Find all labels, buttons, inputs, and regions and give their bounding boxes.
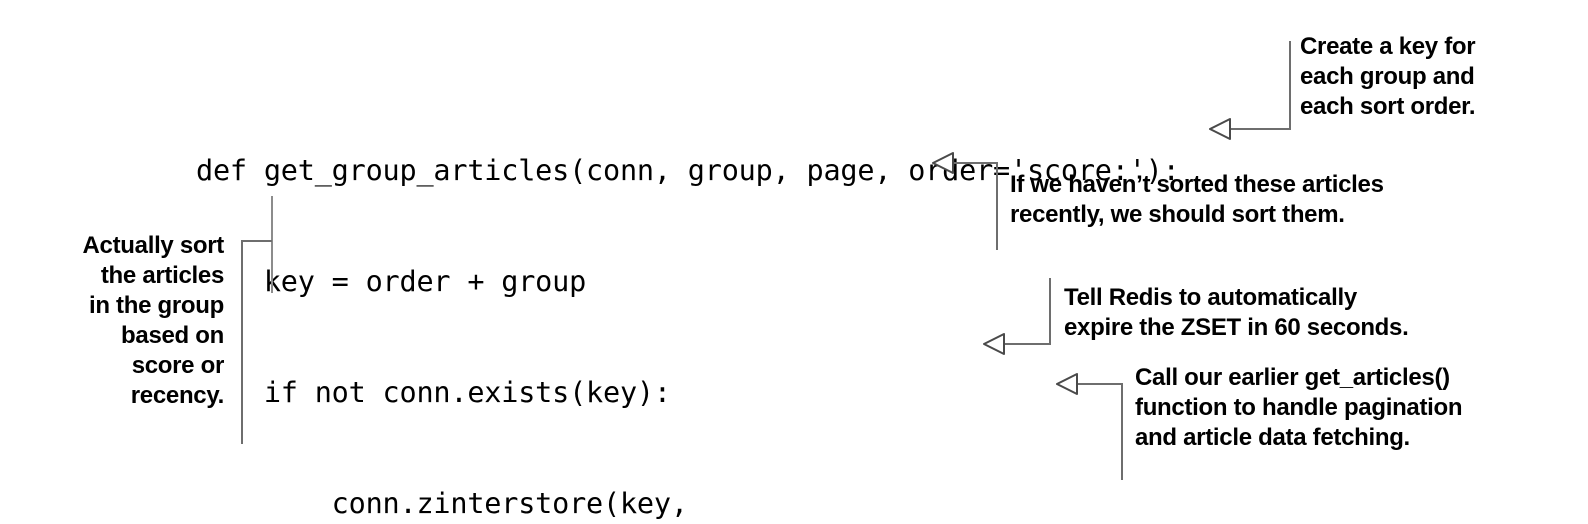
code-block-rule [271,196,273,293]
annotation-actually-sort: Actually sort the articles in the group … [52,231,225,411]
annotation-line: Tell Redis to automatically [1064,284,1357,311]
annotation-line: recently, we should sort them. [1010,201,1345,228]
code-line: if not conn.exists(key): [196,376,671,409]
annotation-line: the articles [100,262,224,289]
connector-create-key [1208,41,1304,208]
annotation-line: based on [121,322,224,349]
annotation-not-sorted: If we haven’t sorted these articles rece… [1010,170,1440,230]
connector-arrow-get-articles [1056,373,1123,480]
annotation-line: in the group [88,292,224,319]
annotation-line: each sort order. [1300,93,1476,120]
annotation-get-articles: Call our earlier get_articles() function… [1135,363,1575,453]
connector-line-actually-sort [241,240,272,444]
annotation-expire: Tell Redis to automatically expire the Z… [1064,283,1534,343]
connector-arrow-expire [983,278,1051,355]
connector-expire [980,276,1070,356]
annotation-line: If we haven’t sorted these articles [1010,171,1384,198]
connector-actually-sort [236,236,280,448]
connector-arrow-create-key [1209,41,1291,140]
annotation-line: expire the ZSET in 60 seconds. [1064,314,1409,341]
annotation-line: function to handle pagination [1135,394,1463,421]
connector-get-articles [1052,372,1142,484]
annotation-line: Create a key for [1300,33,1476,60]
annotation-line: recency. [130,382,225,409]
annotation-create-key: Create a key for each group and each sor… [1300,32,1580,122]
connector-arrow-not-sorted [932,152,998,250]
annotation-line: score or [131,352,225,379]
code-line: key = order + group [196,265,587,298]
annotation-line: Actually sort [82,232,225,259]
annotation-line: Call our earlier get_articles() [1135,364,1450,391]
annotation-line: each group and [1300,63,1475,90]
annotation-line: and article data fetching. [1135,424,1410,451]
connector-not-sorted [930,150,1020,260]
code-line: conn.zinterstore(key, [196,487,688,520]
